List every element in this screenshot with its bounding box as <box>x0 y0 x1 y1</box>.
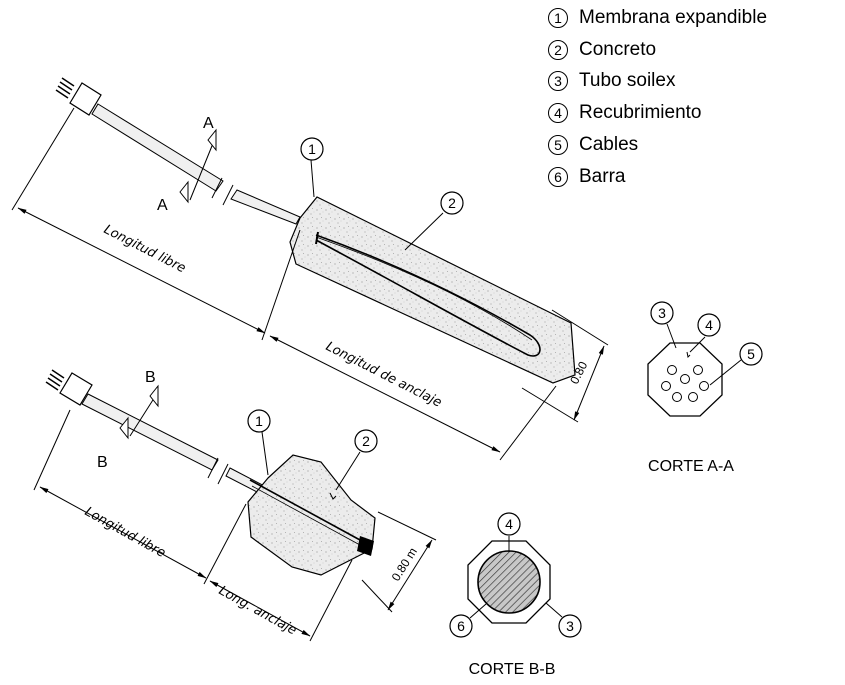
legend-label: Recubrimiento <box>579 102 702 124</box>
section-a-callout-cover: 4 <box>705 317 713 333</box>
legend-item-tube: 3 Tubo soilex <box>548 66 843 98</box>
section-a-callouts: 3 4 5 <box>650 301 763 386</box>
section-a-callout-cables: 5 <box>747 346 755 362</box>
legend-label: Cables <box>579 134 639 156</box>
top-tube <box>91 103 301 225</box>
bottom-anchor: B B 1 2 Longitud libre <box>33 369 437 642</box>
section-a-title: CORTE A-A <box>648 458 734 475</box>
section-a-callout-tube: 3 <box>658 305 666 321</box>
section-a-mark-upper: A <box>203 115 214 132</box>
section-a: 3 4 5 CORTE A-A <box>647 301 763 475</box>
top-connector-head <box>55 77 102 116</box>
section-b-callout-bar: 6 <box>457 618 465 634</box>
section-b-title: CORTE B-B <box>469 661 556 678</box>
top-callout-membrane: 1 <box>308 141 316 157</box>
section-a-cables <box>661 351 709 402</box>
top-callout-concrete: 2 <box>448 195 456 211</box>
legend-number: 5 <box>548 135 568 156</box>
section-b-mark-lower: B <box>97 454 108 471</box>
legend-label: Tubo soilex <box>579 70 676 92</box>
top-membrane <box>289 196 576 384</box>
legend-item-cables: 5 Cables <box>548 129 843 161</box>
section-b-callouts: 4 6 3 <box>449 512 582 638</box>
top-free-length-label: Longitud libre <box>101 222 188 276</box>
bottom-callout-concrete: 2 <box>362 433 370 449</box>
legend-number: 1 <box>548 7 568 28</box>
bottom-connector-head <box>45 369 93 406</box>
bottom-free-length-label: Longitud libre <box>82 504 168 561</box>
legend-item-cover: 4 Recubrimiento <box>548 97 843 129</box>
bottom-dimensions <box>33 409 437 642</box>
bottom-anchor-length-label: Long. anclaje <box>216 583 299 638</box>
legend-number: 2 <box>548 39 568 60</box>
legend-number: 3 <box>548 71 568 92</box>
section-b-mark-upper: B <box>145 369 156 386</box>
legend: 1 Membrana expandible 2 Concreto 3 Tubo … <box>548 2 843 193</box>
legend-item-membrane: 1 Membrana expandible <box>548 2 843 34</box>
legend-label: Membrana expandible <box>579 6 768 28</box>
legend-number: 6 <box>548 166 568 187</box>
section-b-bar <box>477 550 541 614</box>
top-internal-cables <box>315 231 541 357</box>
bottom-callout-membrane: 1 <box>255 413 263 429</box>
legend-label: Barra <box>579 165 626 187</box>
top-anchor-length-label: Longitud de anclaje <box>323 339 444 410</box>
legend-item-bar: 6 Barra <box>548 161 843 193</box>
bottom-section-mark: B B <box>97 369 159 471</box>
bottom-callouts: 1 2 <box>247 409 378 491</box>
section-b: 4 6 3 CORTE B-B <box>449 512 582 678</box>
legend-label: Concreto <box>579 38 657 60</box>
section-a-mark-lower: A <box>157 197 168 214</box>
bottom-diameter-label: 0.80 m <box>389 545 420 584</box>
bottom-membrane <box>247 454 376 576</box>
legend-item-concrete: 2 Concreto <box>548 34 843 66</box>
section-b-callout-tube: 3 <box>566 618 574 634</box>
legend-number: 4 <box>548 103 568 124</box>
section-b-callout-cover: 4 <box>505 516 513 532</box>
top-dimensions <box>11 107 609 461</box>
bottom-internal-bar <box>249 479 374 556</box>
top-section-mark: A A <box>157 115 217 214</box>
top-callouts: 1 2 <box>300 137 464 251</box>
